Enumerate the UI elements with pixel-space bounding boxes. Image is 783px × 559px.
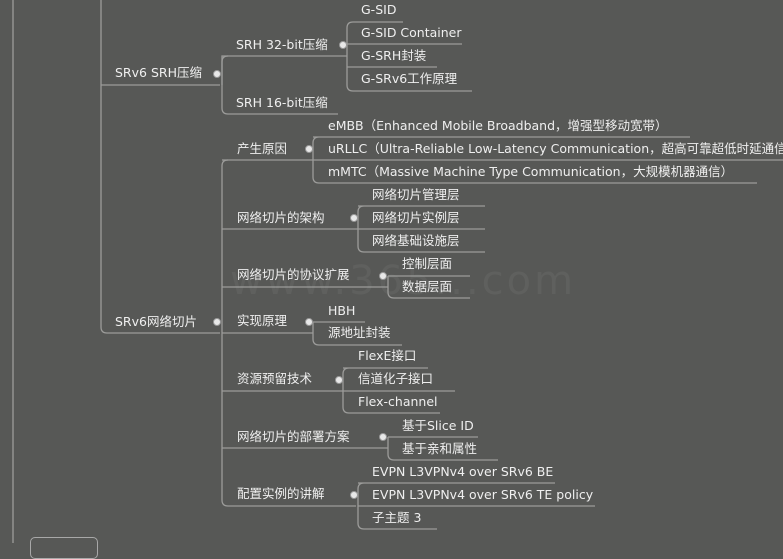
node-leaf[interactable]: G-SID bbox=[361, 2, 397, 17]
connector-lines bbox=[12, 0, 783, 543]
node-leaf[interactable]: uRLLC（Ultra-Reliable Low-Latency Communi… bbox=[328, 141, 783, 156]
node-leaf[interactable]: 网络基础设施层 bbox=[372, 233, 460, 248]
node-leaf[interactable]: 网络切片管理层 bbox=[372, 187, 460, 202]
collapse-toggle[interactable] bbox=[379, 433, 387, 441]
node-srv6-srh-compression[interactable]: SRv6 SRH压缩 bbox=[115, 65, 202, 80]
node-architecture[interactable]: 网络切片的架构 bbox=[237, 210, 325, 225]
node-srh-16bit[interactable]: SRH 16-bit压缩 bbox=[236, 95, 328, 110]
node-leaf[interactable]: EVPN L3VPNv4 over SRv6 TE policy bbox=[372, 487, 594, 502]
node-srh-32bit[interactable]: SRH 32-bit压缩 bbox=[236, 37, 328, 52]
collapse-toggle[interactable] bbox=[305, 318, 313, 326]
node-leaf[interactable]: 子主题 3 bbox=[372, 510, 422, 525]
node-leaf[interactable]: 网络切片实例层 bbox=[372, 210, 460, 225]
node-leaf[interactable]: HBH bbox=[328, 303, 356, 318]
next-topic-node[interactable] bbox=[30, 537, 98, 559]
collapse-toggle[interactable] bbox=[350, 491, 358, 499]
node-protocol-extension[interactable]: 网络切片的协议扩展 bbox=[237, 267, 350, 282]
node-leaf[interactable]: EVPN L3VPNv4 over SRv6 BE bbox=[372, 464, 554, 479]
collapse-toggle[interactable] bbox=[339, 41, 347, 49]
node-srv6-network-slicing[interactable]: SRv6网络切片 bbox=[115, 314, 197, 329]
collapse-toggle[interactable] bbox=[379, 272, 387, 280]
node-leaf[interactable]: mMTC（Massive Machine Type Communication，… bbox=[328, 164, 734, 179]
node-leaf[interactable]: 控制层面 bbox=[402, 256, 453, 271]
node-leaf[interactable]: 基于亲和属性 bbox=[402, 441, 478, 456]
node-leaf[interactable]: 信道化子接口 bbox=[358, 371, 434, 386]
node-resource-reservation[interactable]: 资源预留技术 bbox=[237, 371, 313, 386]
node-implementation[interactable]: 实现原理 bbox=[237, 313, 288, 328]
node-leaf[interactable]: G-SRv6工作原理 bbox=[361, 71, 458, 86]
collapse-toggle[interactable] bbox=[213, 318, 221, 326]
collapse-toggle[interactable] bbox=[305, 145, 313, 153]
node-leaf[interactable]: FlexE接口 bbox=[358, 348, 417, 363]
node-leaf[interactable]: Flex-channel bbox=[358, 394, 438, 409]
node-cause[interactable]: 产生原因 bbox=[237, 141, 288, 156]
node-config-example[interactable]: 配置实例的讲解 bbox=[237, 486, 325, 501]
node-leaf[interactable]: G-SRH封装 bbox=[361, 48, 427, 63]
node-leaf[interactable]: 数据层面 bbox=[402, 279, 453, 294]
node-leaf[interactable]: G-SID Container bbox=[361, 25, 462, 40]
collapse-toggle[interactable] bbox=[213, 70, 221, 78]
collapse-toggle[interactable] bbox=[350, 214, 358, 222]
collapse-toggle[interactable] bbox=[335, 376, 343, 384]
node-leaf[interactable]: 源地址封装 bbox=[328, 325, 391, 340]
node-leaf[interactable]: 基于Slice ID bbox=[402, 418, 474, 433]
watermark: www.365...com bbox=[230, 258, 577, 304]
node-deployment[interactable]: 网络切片的部署方案 bbox=[237, 429, 350, 444]
node-leaf[interactable]: eMBB（Enhanced Mobile Broadband，增强型移动宽带） bbox=[328, 118, 668, 133]
